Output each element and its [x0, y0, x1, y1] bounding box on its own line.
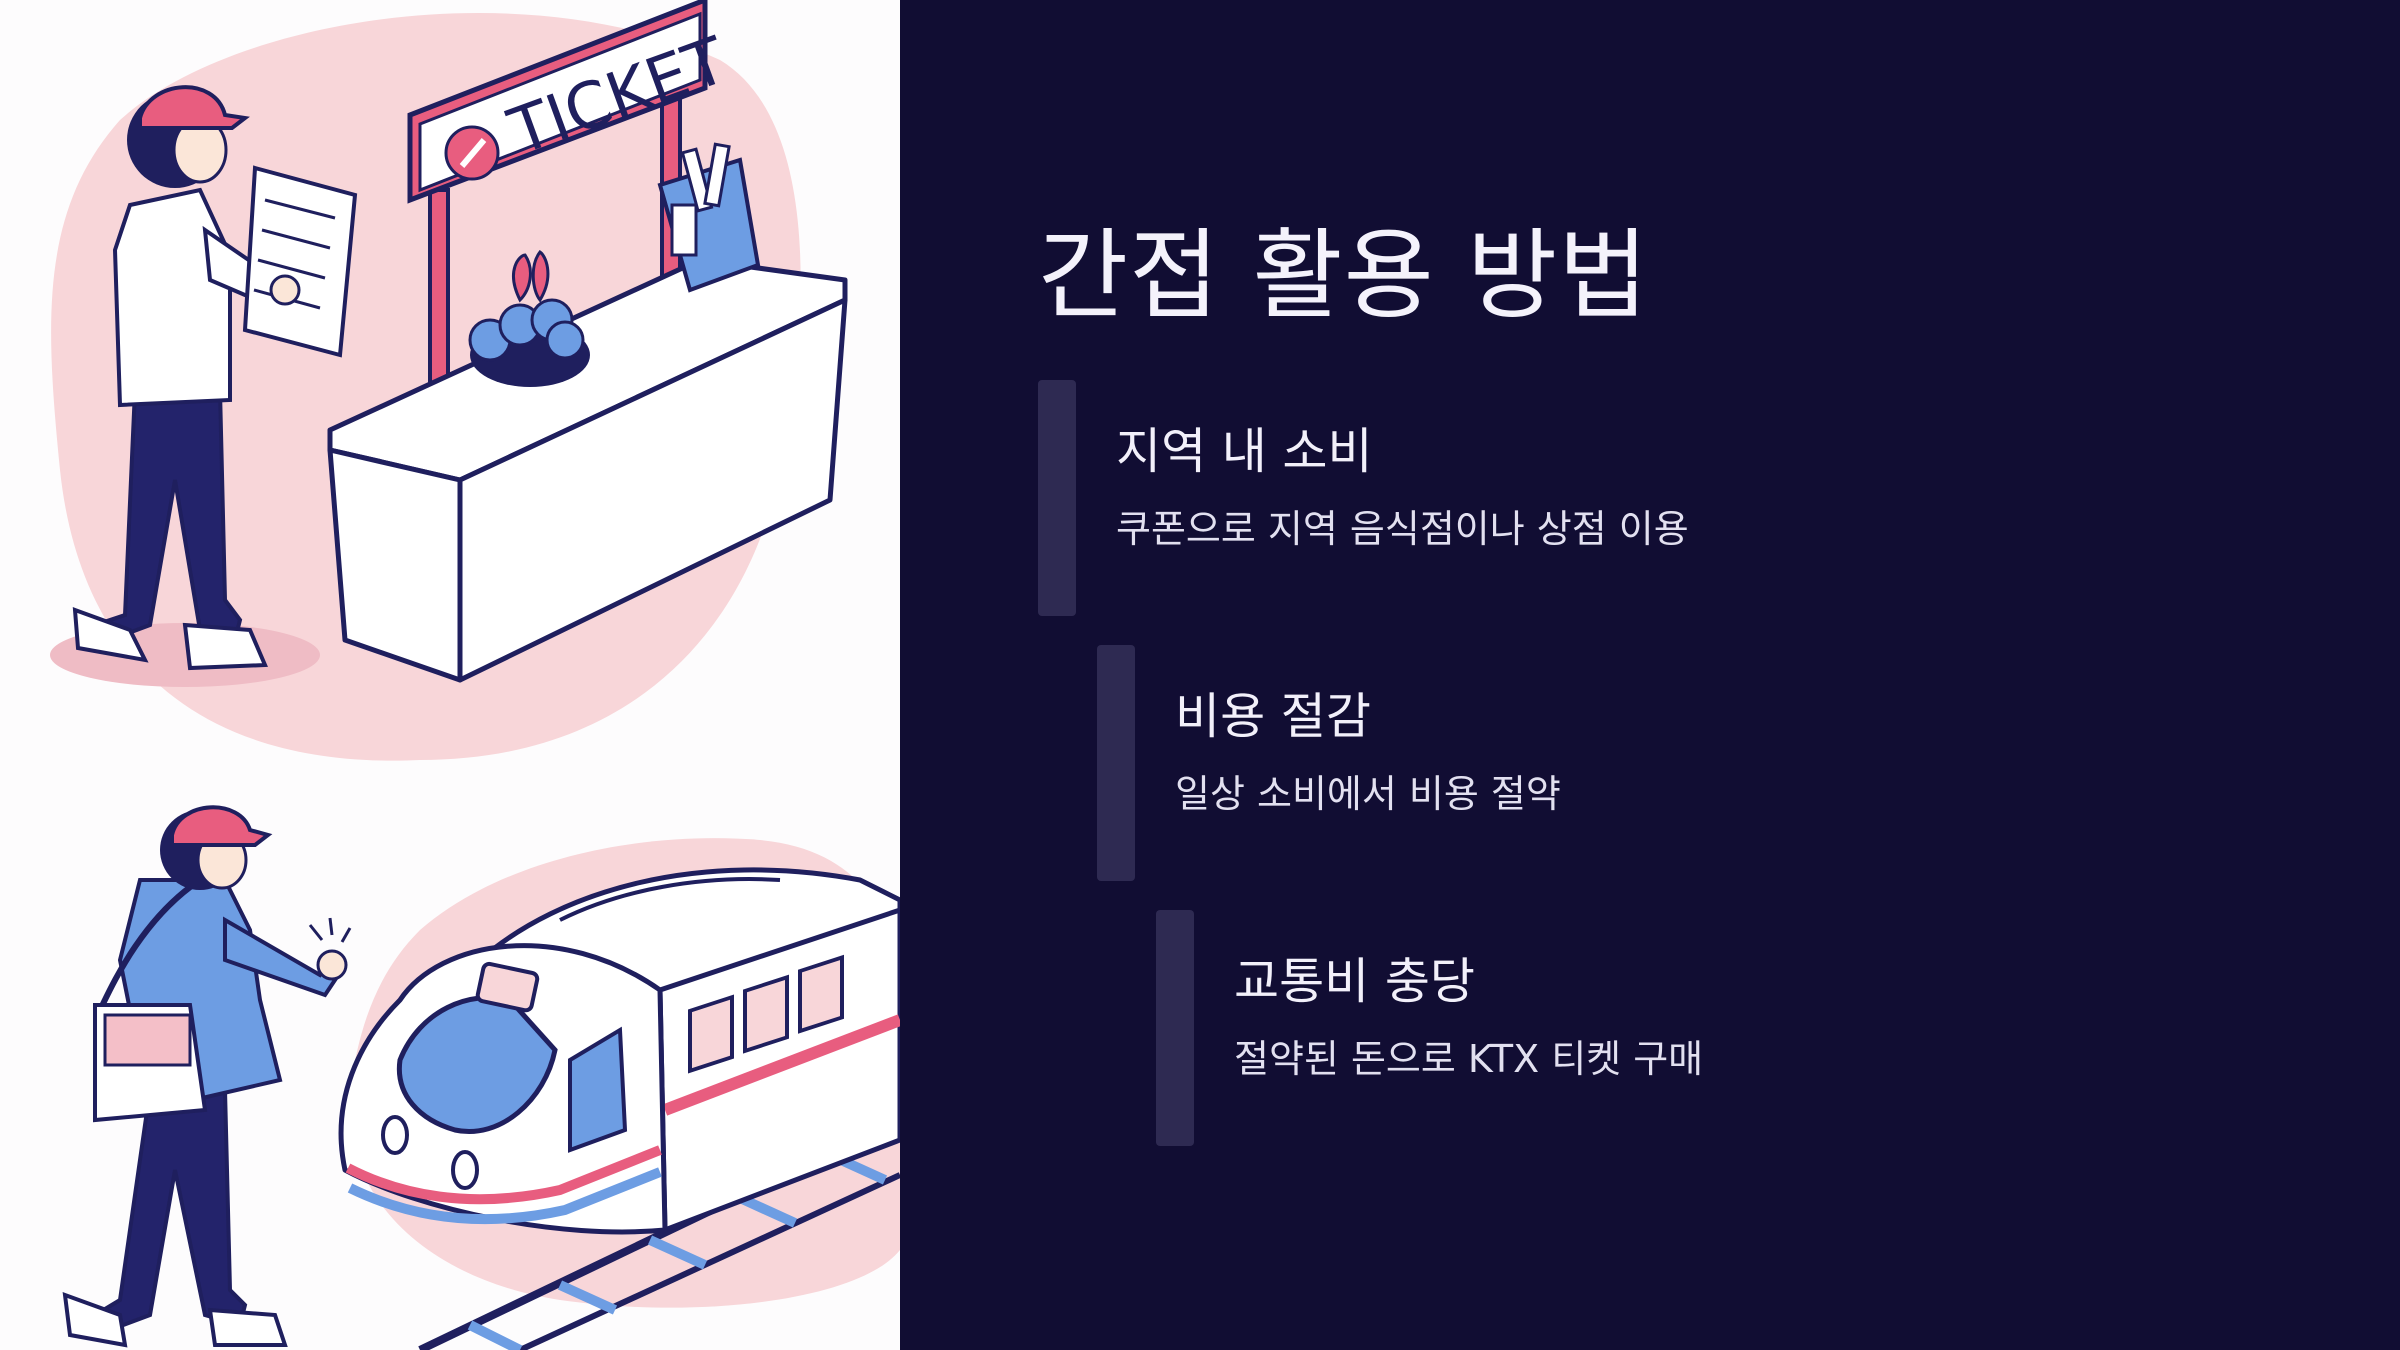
illustration-panel: TICKET — [0, 0, 900, 1350]
accent-bar — [1097, 645, 1135, 881]
shoulder-bag — [93, 877, 208, 1123]
usage-item-heading: 교통비 충당 — [1234, 953, 1475, 1010]
ticket-holder — [657, 142, 761, 293]
train-windshield — [396, 995, 558, 1134]
train — [338, 867, 900, 1350]
usage-item-heading: 지역 내 소비 — [1116, 423, 1373, 480]
usage-item-description: 절약된 돈으로 KTX 티켓 구매 — [1234, 1037, 1704, 1081]
newspaper — [242, 165, 358, 358]
usage-item-cost-saving: 비용 절감 일상 소비에서 비용 절약 — [1097, 645, 1997, 881]
usage-item-heading: 비용 절감 — [1175, 688, 1371, 745]
slide-title: 간접 활용 방법 — [1038, 219, 1650, 333]
person-waving — [62, 805, 352, 1348]
fruit-basket — [468, 250, 590, 387]
usage-item-description: 일상 소비에서 비용 절약 — [1175, 772, 1561, 816]
red-cap — [138, 85, 250, 130]
usage-item-description: 쿠폰으로 지역 음식점이나 상점 이용 — [1116, 507, 1689, 551]
usage-item-transport: 교통비 충당 절약된 돈으로 KTX 티켓 구매 — [1156, 910, 2056, 1146]
red-cap — [170, 805, 273, 847]
accent-bar — [1156, 910, 1194, 1146]
person-reading — [72, 85, 358, 671]
accent-bar — [1038, 380, 1076, 616]
content-panel: 간접 활용 방법 지역 내 소비 쿠폰으로 지역 음식점이나 상점 이용 비용 … — [900, 0, 2400, 1350]
usage-item-local-spending: 지역 내 소비 쿠폰으로 지역 음식점이나 상점 이용 — [1038, 380, 1938, 616]
